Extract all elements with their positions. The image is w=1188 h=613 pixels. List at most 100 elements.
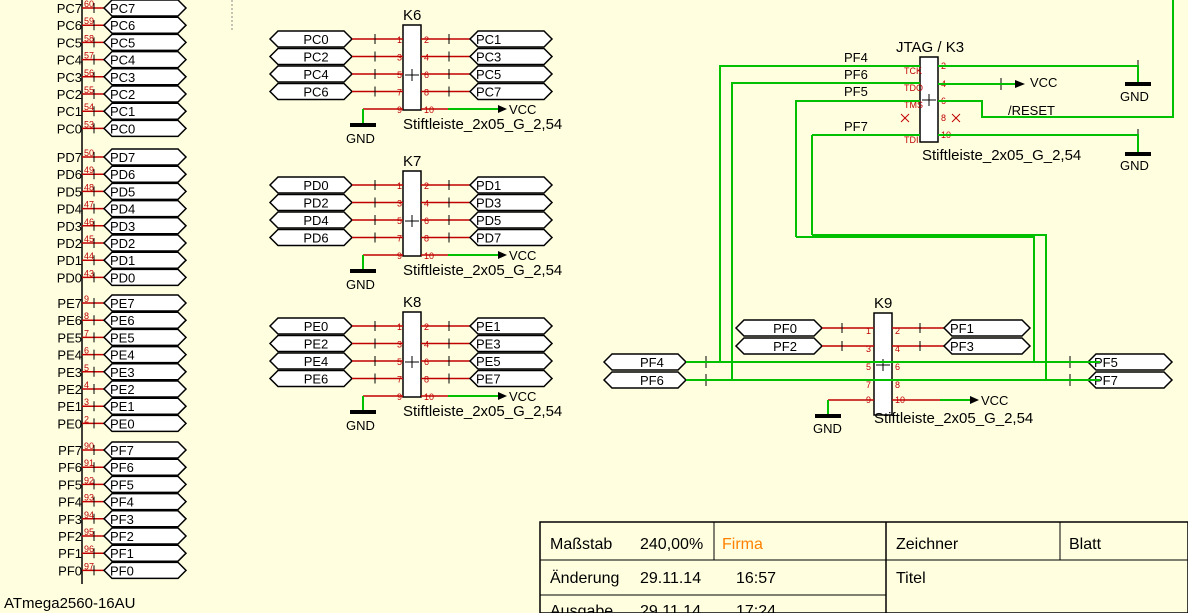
pin-number: 10 bbox=[424, 251, 434, 261]
jtag-func-tms: TMS bbox=[904, 100, 923, 110]
net-label-right: PF7 bbox=[1094, 373, 1118, 388]
connector-part: Stiftleiste_2x05_G_2,54 bbox=[874, 410, 1033, 427]
mcu-net-flag bbox=[102, 33, 188, 52]
mcu-pin-name: PD7 bbox=[57, 150, 82, 165]
jtag-vcc-arrow bbox=[1015, 80, 1025, 88]
mcu-net-label: PE0 bbox=[110, 416, 135, 431]
wire-pf4 bbox=[719, 65, 920, 362]
net-label-right: PF3 bbox=[950, 339, 974, 354]
net-flag-right bbox=[468, 369, 554, 388]
mcu-net-flag bbox=[102, 199, 188, 218]
pin-number: 1 bbox=[866, 326, 871, 336]
net-label-left: PC0 bbox=[303, 32, 328, 47]
mcu-net-label: PF5 bbox=[110, 477, 134, 492]
connector-part: Stiftleiste_2x05_G_2,54 bbox=[403, 403, 562, 420]
pin-number: 2 bbox=[895, 326, 900, 336]
net-label-left: PD0 bbox=[303, 178, 328, 193]
massstab-value: 240,00% bbox=[640, 536, 703, 553]
net-label-right: PC7 bbox=[476, 85, 501, 100]
mcu-pin-number: 55 bbox=[84, 85, 94, 95]
pin-number: 9 bbox=[397, 105, 402, 115]
mcu-pin-number: 46 bbox=[84, 217, 94, 227]
mcu-pin-number: 50 bbox=[84, 148, 94, 158]
gnd-symbol bbox=[350, 123, 376, 127]
wire-gnd-2 bbox=[938, 134, 1139, 152]
mcu-net-flag bbox=[102, 217, 188, 235]
pin-number: 6 bbox=[424, 216, 429, 226]
mcu-pin-number: 57 bbox=[84, 51, 94, 61]
mcu-pin-number: 7 bbox=[84, 328, 89, 338]
aenderung-label: Änderung bbox=[550, 569, 619, 587]
net-label-right: PC3 bbox=[476, 50, 501, 65]
mcu-pin-name: PE6 bbox=[57, 313, 82, 328]
mcu-pin-number: 4 bbox=[84, 380, 89, 390]
mcu-net-flag bbox=[102, 148, 188, 166]
pin-number: 3 bbox=[397, 199, 402, 209]
net-flag-right bbox=[468, 352, 554, 370]
mcu-net-flag bbox=[102, 0, 188, 17]
mcu-net-label: PC3 bbox=[110, 70, 135, 85]
vcc-label: VCC bbox=[509, 102, 536, 117]
net-flag-right bbox=[468, 317, 554, 335]
wire-pf7-c bbox=[812, 234, 1047, 380]
mcu-pin-name: PD3 bbox=[57, 219, 82, 234]
pin-number: 5 bbox=[866, 362, 871, 372]
mcu-pin-name: PF2 bbox=[58, 529, 82, 544]
mcu-net-label: PE5 bbox=[110, 330, 135, 345]
net-label-left: PF2 bbox=[773, 339, 797, 354]
net-label-left: PC6 bbox=[303, 85, 328, 100]
mcu-net-label: PF2 bbox=[110, 529, 134, 544]
mcu-net-label: PE4 bbox=[110, 348, 135, 363]
net-flag-right bbox=[1086, 353, 1174, 371]
jtag-connector: JTAG / K3 Stiftleiste_2x05_G_2,54 PF4 PF… bbox=[844, 39, 1149, 173]
mcu-net-flag bbox=[102, 527, 188, 545]
no-connect-mark bbox=[900, 113, 910, 123]
mcu-net-flag bbox=[102, 561, 188, 580]
net-label-left: PC2 bbox=[303, 50, 328, 65]
pin-number: 3 bbox=[866, 344, 871, 354]
pin-number: 10 bbox=[424, 392, 434, 402]
mcu-pin-name: PD2 bbox=[57, 236, 82, 251]
mcu-net-label: PE1 bbox=[110, 399, 135, 414]
pin-number: 5 bbox=[397, 216, 402, 226]
wire-reset bbox=[938, 0, 1174, 118]
vcc-arrow bbox=[970, 396, 979, 404]
wire-pf5-b bbox=[795, 100, 920, 237]
gnd-symbol bbox=[350, 410, 376, 414]
pin-number: 7 bbox=[397, 234, 402, 244]
pin-number: 3 bbox=[397, 53, 402, 63]
pin-number: 8 bbox=[424, 234, 429, 244]
connector-id: K7 bbox=[403, 153, 421, 170]
net-label-right: PD7 bbox=[476, 231, 501, 246]
pin-number: 4 bbox=[895, 344, 900, 354]
mcu-net-label: PD0 bbox=[110, 270, 135, 285]
mcu-net-flag bbox=[102, 119, 188, 138]
connector-id: K9 bbox=[874, 295, 892, 312]
mcu-pin-name: PC2 bbox=[57, 87, 82, 102]
jtag-net-3: PF5 bbox=[844, 84, 868, 99]
mcu-pin-number: 53 bbox=[84, 119, 94, 129]
wire-layer bbox=[686, 0, 1174, 381]
wire-pf5-a bbox=[796, 236, 1035, 362]
mcu-pin-name: PE5 bbox=[57, 330, 82, 345]
mcu-net-label: PF6 bbox=[110, 460, 134, 475]
mcu-net-label: PE6 bbox=[110, 313, 135, 328]
mcu-pin-number: 92 bbox=[84, 475, 94, 485]
mcu-pin-name: PE3 bbox=[57, 365, 82, 380]
mcu-pin-number: 54 bbox=[84, 102, 94, 112]
titel-label: Titel bbox=[896, 570, 926, 587]
jtag-pin-number: 8 bbox=[941, 113, 946, 123]
vcc-arrow bbox=[498, 392, 507, 400]
jtag-gnd-label-2: GND bbox=[1120, 158, 1149, 173]
mcu-pin-number: 49 bbox=[84, 165, 94, 175]
net-label-left: PF0 bbox=[773, 321, 797, 336]
mcu-pin-name: PF7 bbox=[58, 443, 82, 458]
net-label-right: PD3 bbox=[476, 196, 501, 211]
pin-number: 3 bbox=[397, 340, 402, 350]
net-label-right: PC5 bbox=[476, 67, 501, 82]
